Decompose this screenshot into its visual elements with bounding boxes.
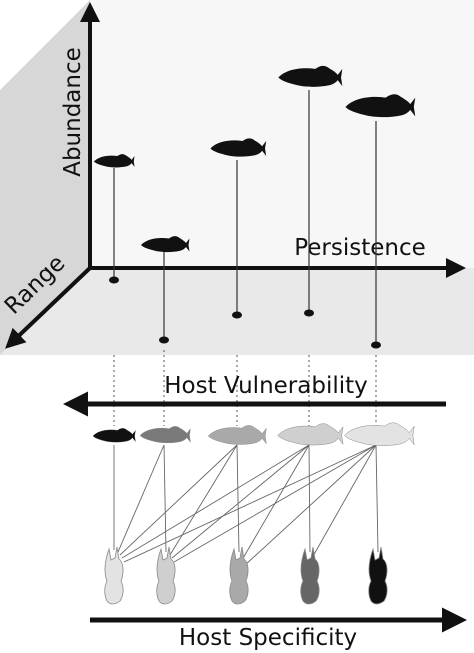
floor-dot-4 <box>304 309 314 317</box>
persistence-label: Persistence <box>294 235 426 261</box>
link-5-1 <box>123 444 377 563</box>
link-4-1 <box>121 444 310 559</box>
link-4-3 <box>241 444 310 561</box>
scatter-point-4 <box>278 65 343 317</box>
parasite-icon-1 <box>104 546 124 605</box>
link-3-2 <box>169 444 238 556</box>
back-wall <box>90 0 474 268</box>
floor-dot-1 <box>109 276 119 284</box>
floor-dot-5 <box>371 341 381 349</box>
plot-box <box>0 0 474 355</box>
host-fish-icon-2 <box>139 426 191 444</box>
host-fish-icon-3 <box>207 425 267 445</box>
parasite-icon-4 <box>300 546 320 605</box>
scatter-point-3 <box>210 138 267 319</box>
fish-scatter <box>93 65 416 349</box>
projection-guides <box>113 350 377 426</box>
host-specificity-axis: Host Specificity <box>90 607 467 651</box>
parasite-icon-2 <box>156 546 176 605</box>
host-fish-icon-4 <box>277 423 344 446</box>
link-5-4 <box>311 444 377 559</box>
range-axis <box>5 266 92 349</box>
host-fish-row <box>92 422 415 447</box>
link-5-5 <box>375 444 379 553</box>
scatter-point-1 <box>93 154 135 284</box>
floor-dot-3 <box>232 311 242 319</box>
link-5-2 <box>173 444 377 563</box>
left-wall <box>0 0 90 355</box>
scatter-point-2 <box>141 236 190 344</box>
host-vulnerability-axis: Host Vulnerability <box>63 373 446 417</box>
link-2-1 <box>117 444 165 553</box>
link-4-2 <box>171 444 310 559</box>
host-fish-icon-1 <box>92 428 136 443</box>
floor-dot-2 <box>159 336 169 344</box>
link-3-3 <box>236 444 240 553</box>
link-4-4 <box>308 444 311 553</box>
host-parasite-links <box>113 444 379 567</box>
host-fish-icon-5 <box>344 422 415 447</box>
link-2-2 <box>163 444 167 553</box>
link-5-3 <box>243 444 377 567</box>
parasite-icon-3 <box>229 546 249 605</box>
link-3-1 <box>119 444 238 556</box>
parasite-row <box>104 546 388 605</box>
host-specificity-label: Host Specificity <box>179 625 357 651</box>
abundance-label: Abundance <box>60 47 86 177</box>
scatter-point-5 <box>345 94 416 349</box>
host-vulnerability-label: Host Vulnerability <box>164 373 368 399</box>
parasite-icon-5 <box>368 546 388 605</box>
